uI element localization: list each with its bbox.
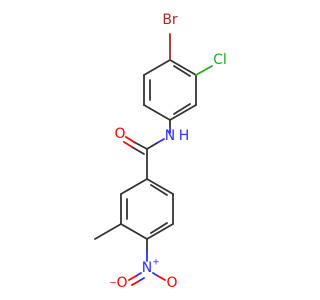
atom-nitro-o-right: O xyxy=(166,275,177,291)
bond-c-cl xyxy=(195,65,213,76)
bond-carbonyl-c-o-1 xyxy=(133,141,148,150)
bond-nitro-o-left-b xyxy=(128,275,137,281)
bond-nitro-o-right-b xyxy=(157,275,166,281)
molecule-structure: Br Cl N H O N + O − O xyxy=(94,12,227,291)
atom-cl: Cl xyxy=(213,52,227,68)
bond-lower-ring-6 xyxy=(146,178,174,195)
molecule-canvas: Br Cl N H O N + O − O xyxy=(94,12,227,291)
bond-lower-ring-3 xyxy=(120,223,148,240)
bond-n-carbonyl-a xyxy=(156,138,165,144)
atom-nh-h: H xyxy=(179,128,190,144)
bond-upper-ring-inner-2 xyxy=(173,103,191,115)
atom-nitro-o-left: O xyxy=(116,275,127,291)
bond-carbonyl-c-o-2 xyxy=(125,136,135,143)
bond-upper-ring-1 xyxy=(143,59,171,76)
bond-carbonyl-c-o-3 xyxy=(131,146,145,155)
bond-lower-ring-inner-3 xyxy=(150,184,168,196)
bond-upper-ring-6 xyxy=(169,59,197,76)
bond-upper-ring-4 xyxy=(169,104,197,121)
bond-carbonyl-c-o-4 xyxy=(123,141,133,148)
bond-upper-ring-3 xyxy=(143,104,171,121)
atom-nh-n: N xyxy=(165,128,175,144)
bond-nitro-o-left-c xyxy=(138,277,145,282)
bond-nitro-o-left-a xyxy=(135,272,142,277)
atom-nitro-plus: + xyxy=(152,258,160,268)
bond-nitro-o-left-d xyxy=(131,280,140,286)
atom-br: Br xyxy=(162,12,178,28)
bond-lower-ring-inner-2 xyxy=(150,222,168,234)
bond-lower-ring-4 xyxy=(146,223,174,240)
atom-carbonyl-o: O xyxy=(114,126,125,142)
bond-lower-ring-1 xyxy=(120,178,148,195)
bond-nitro-o-right-a xyxy=(152,272,159,277)
bond-upper-ring-inner-3 xyxy=(173,65,191,77)
atom-nitro-n: N xyxy=(142,260,152,276)
bond-methyl xyxy=(94,223,122,240)
bond-n-carbonyl-b xyxy=(146,142,158,150)
atom-nitro-o-minus: − xyxy=(109,279,117,289)
